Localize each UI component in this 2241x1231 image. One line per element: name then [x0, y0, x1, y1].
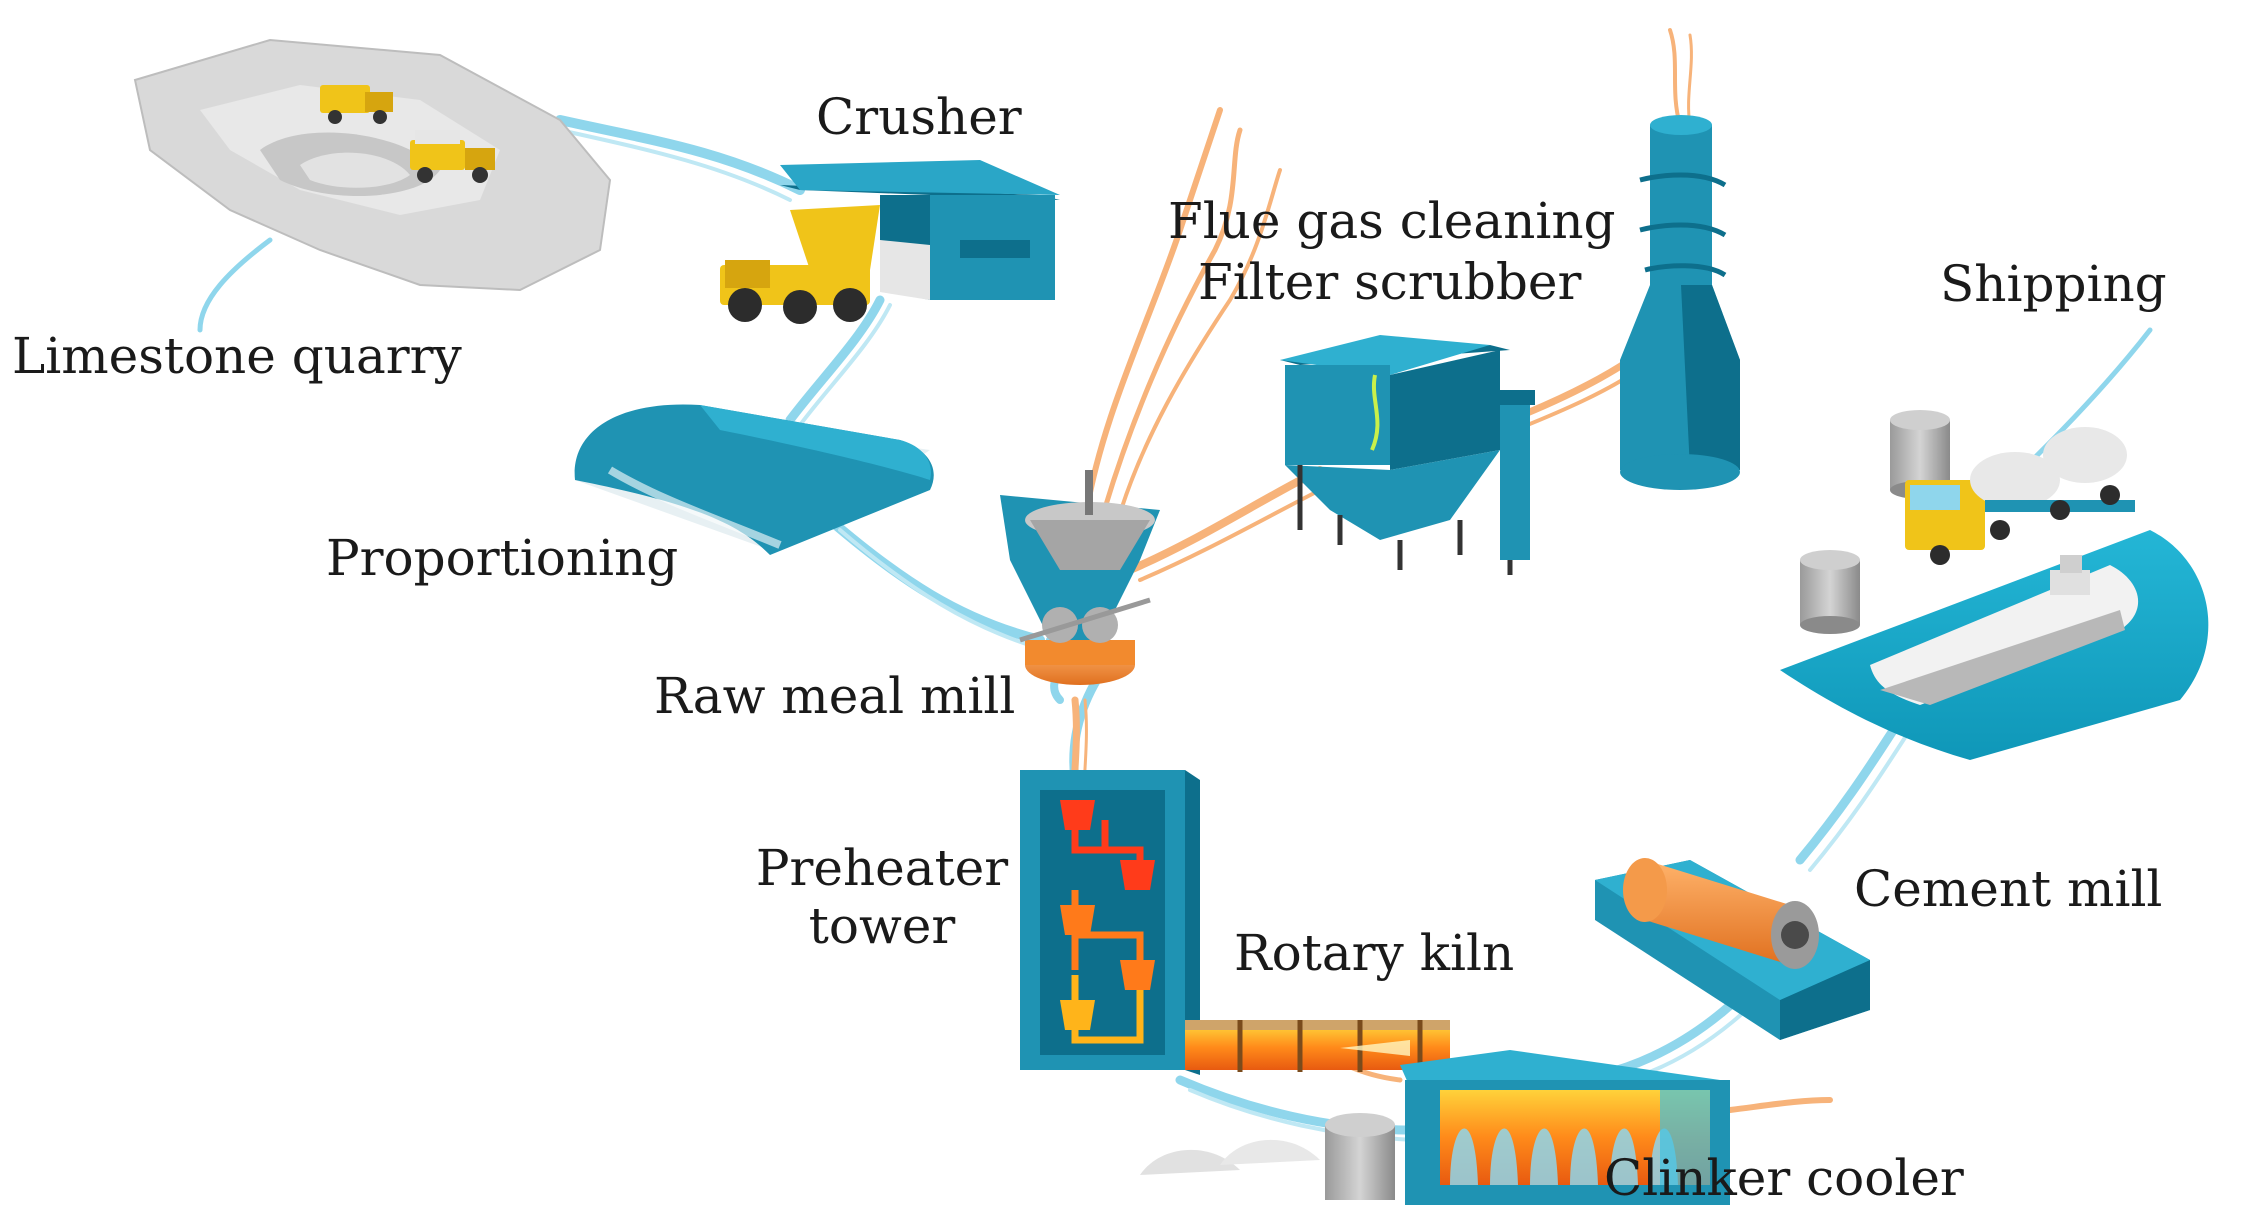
stack-icon	[1620, 115, 1740, 490]
ship-icon	[1780, 530, 2209, 760]
raw-mill-icon	[1000, 470, 1160, 685]
label-flue-gas-cleaning: Flue gas cleaning	[1168, 192, 1616, 250]
label-cement-mill: Cement mill	[1854, 860, 2163, 918]
tanker-truck-icon	[1905, 427, 2135, 565]
label-filter-scrubber: Filter scrubber	[1198, 253, 1582, 311]
label-clinker-cooler: Clinker cooler	[1604, 1149, 1964, 1207]
label-preheater-line2: tower	[808, 896, 956, 955]
quarry-icon	[133, 38, 612, 292]
label-preheater-tower: Preheater tower	[752, 839, 1012, 955]
cement-mill-icon	[1595, 858, 1870, 1040]
filter-scrubber-icon	[1280, 335, 1535, 575]
crusher-building-icon	[780, 160, 1060, 300]
label-preheater-line1: Preheater	[755, 839, 1009, 897]
silo-icon	[1800, 550, 1860, 634]
silo-icon	[1325, 1113, 1395, 1200]
clinker-pile-icon	[1140, 1139, 1320, 1175]
rotary-kiln-icon	[1185, 1020, 1450, 1072]
label-limestone-quarry: Limestone quarry	[12, 327, 462, 385]
label-proportioning: Proportioning	[326, 529, 679, 587]
gas-flow-lines	[1070, 28, 1833, 1113]
storage-dome-icon	[574, 404, 934, 555]
dump-truck-icon	[720, 205, 880, 324]
label-raw-meal-mill: Raw meal mill	[654, 667, 1016, 725]
label-crusher: Crusher	[816, 88, 1022, 146]
clinker-cooler-icon	[1400, 1050, 1730, 1205]
preheater-tower-icon	[1020, 770, 1200, 1075]
label-rotary-kiln: Rotary kiln	[1234, 924, 1515, 982]
label-shipping: Shipping	[1940, 255, 2167, 313]
